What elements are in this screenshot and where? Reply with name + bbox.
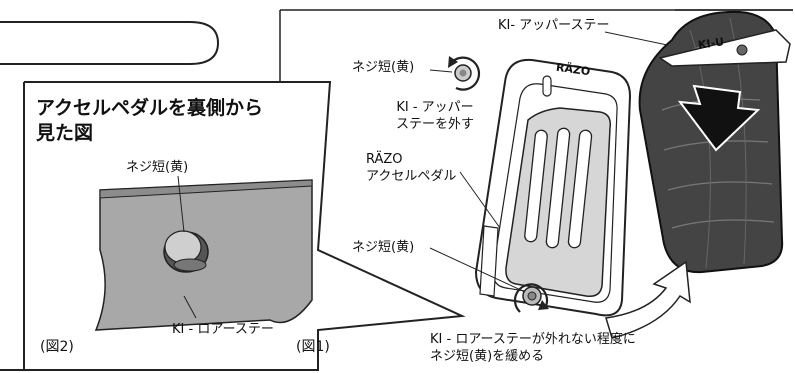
inset-figure-label: (図2) <box>40 339 74 355</box>
bottom-screw-label: ネジ短(黄) <box>352 240 415 255</box>
instruction-line2: ネジ短(黄)を緩める <box>430 349 545 364</box>
inset-stay-label: KI - ロアーステー <box>172 322 274 337</box>
inset-callout <box>0 81 466 371</box>
instruction-line1: KI - ロアーステーが外れない程度に <box>430 332 636 347</box>
remove-upper-stay-line2: ステーを外す <box>395 117 474 132</box>
top-pill-shape <box>0 21 220 65</box>
figure1-label: (図1) <box>296 339 330 355</box>
original-pedal <box>638 10 791 274</box>
top-screw-label: ネジ短(黄) <box>352 60 415 75</box>
move-arrow <box>605 260 691 339</box>
top-screw <box>448 56 481 91</box>
inset-title-line2: 見た図 <box>36 122 94 144</box>
inset-screw-label: ネジ短(黄) <box>126 160 189 175</box>
razo-pedal <box>474 58 632 317</box>
pedal-name-line2: アクセルペダル <box>366 169 457 184</box>
remove-upper-stay-line1: KI - アッパー <box>396 100 474 115</box>
pedal-name-line1: RÄZO <box>366 152 403 167</box>
inset-title-line1: アクセルペダルを裏側から <box>36 97 264 119</box>
upper-stay-label: KI- アッパーステー <box>498 18 610 33</box>
